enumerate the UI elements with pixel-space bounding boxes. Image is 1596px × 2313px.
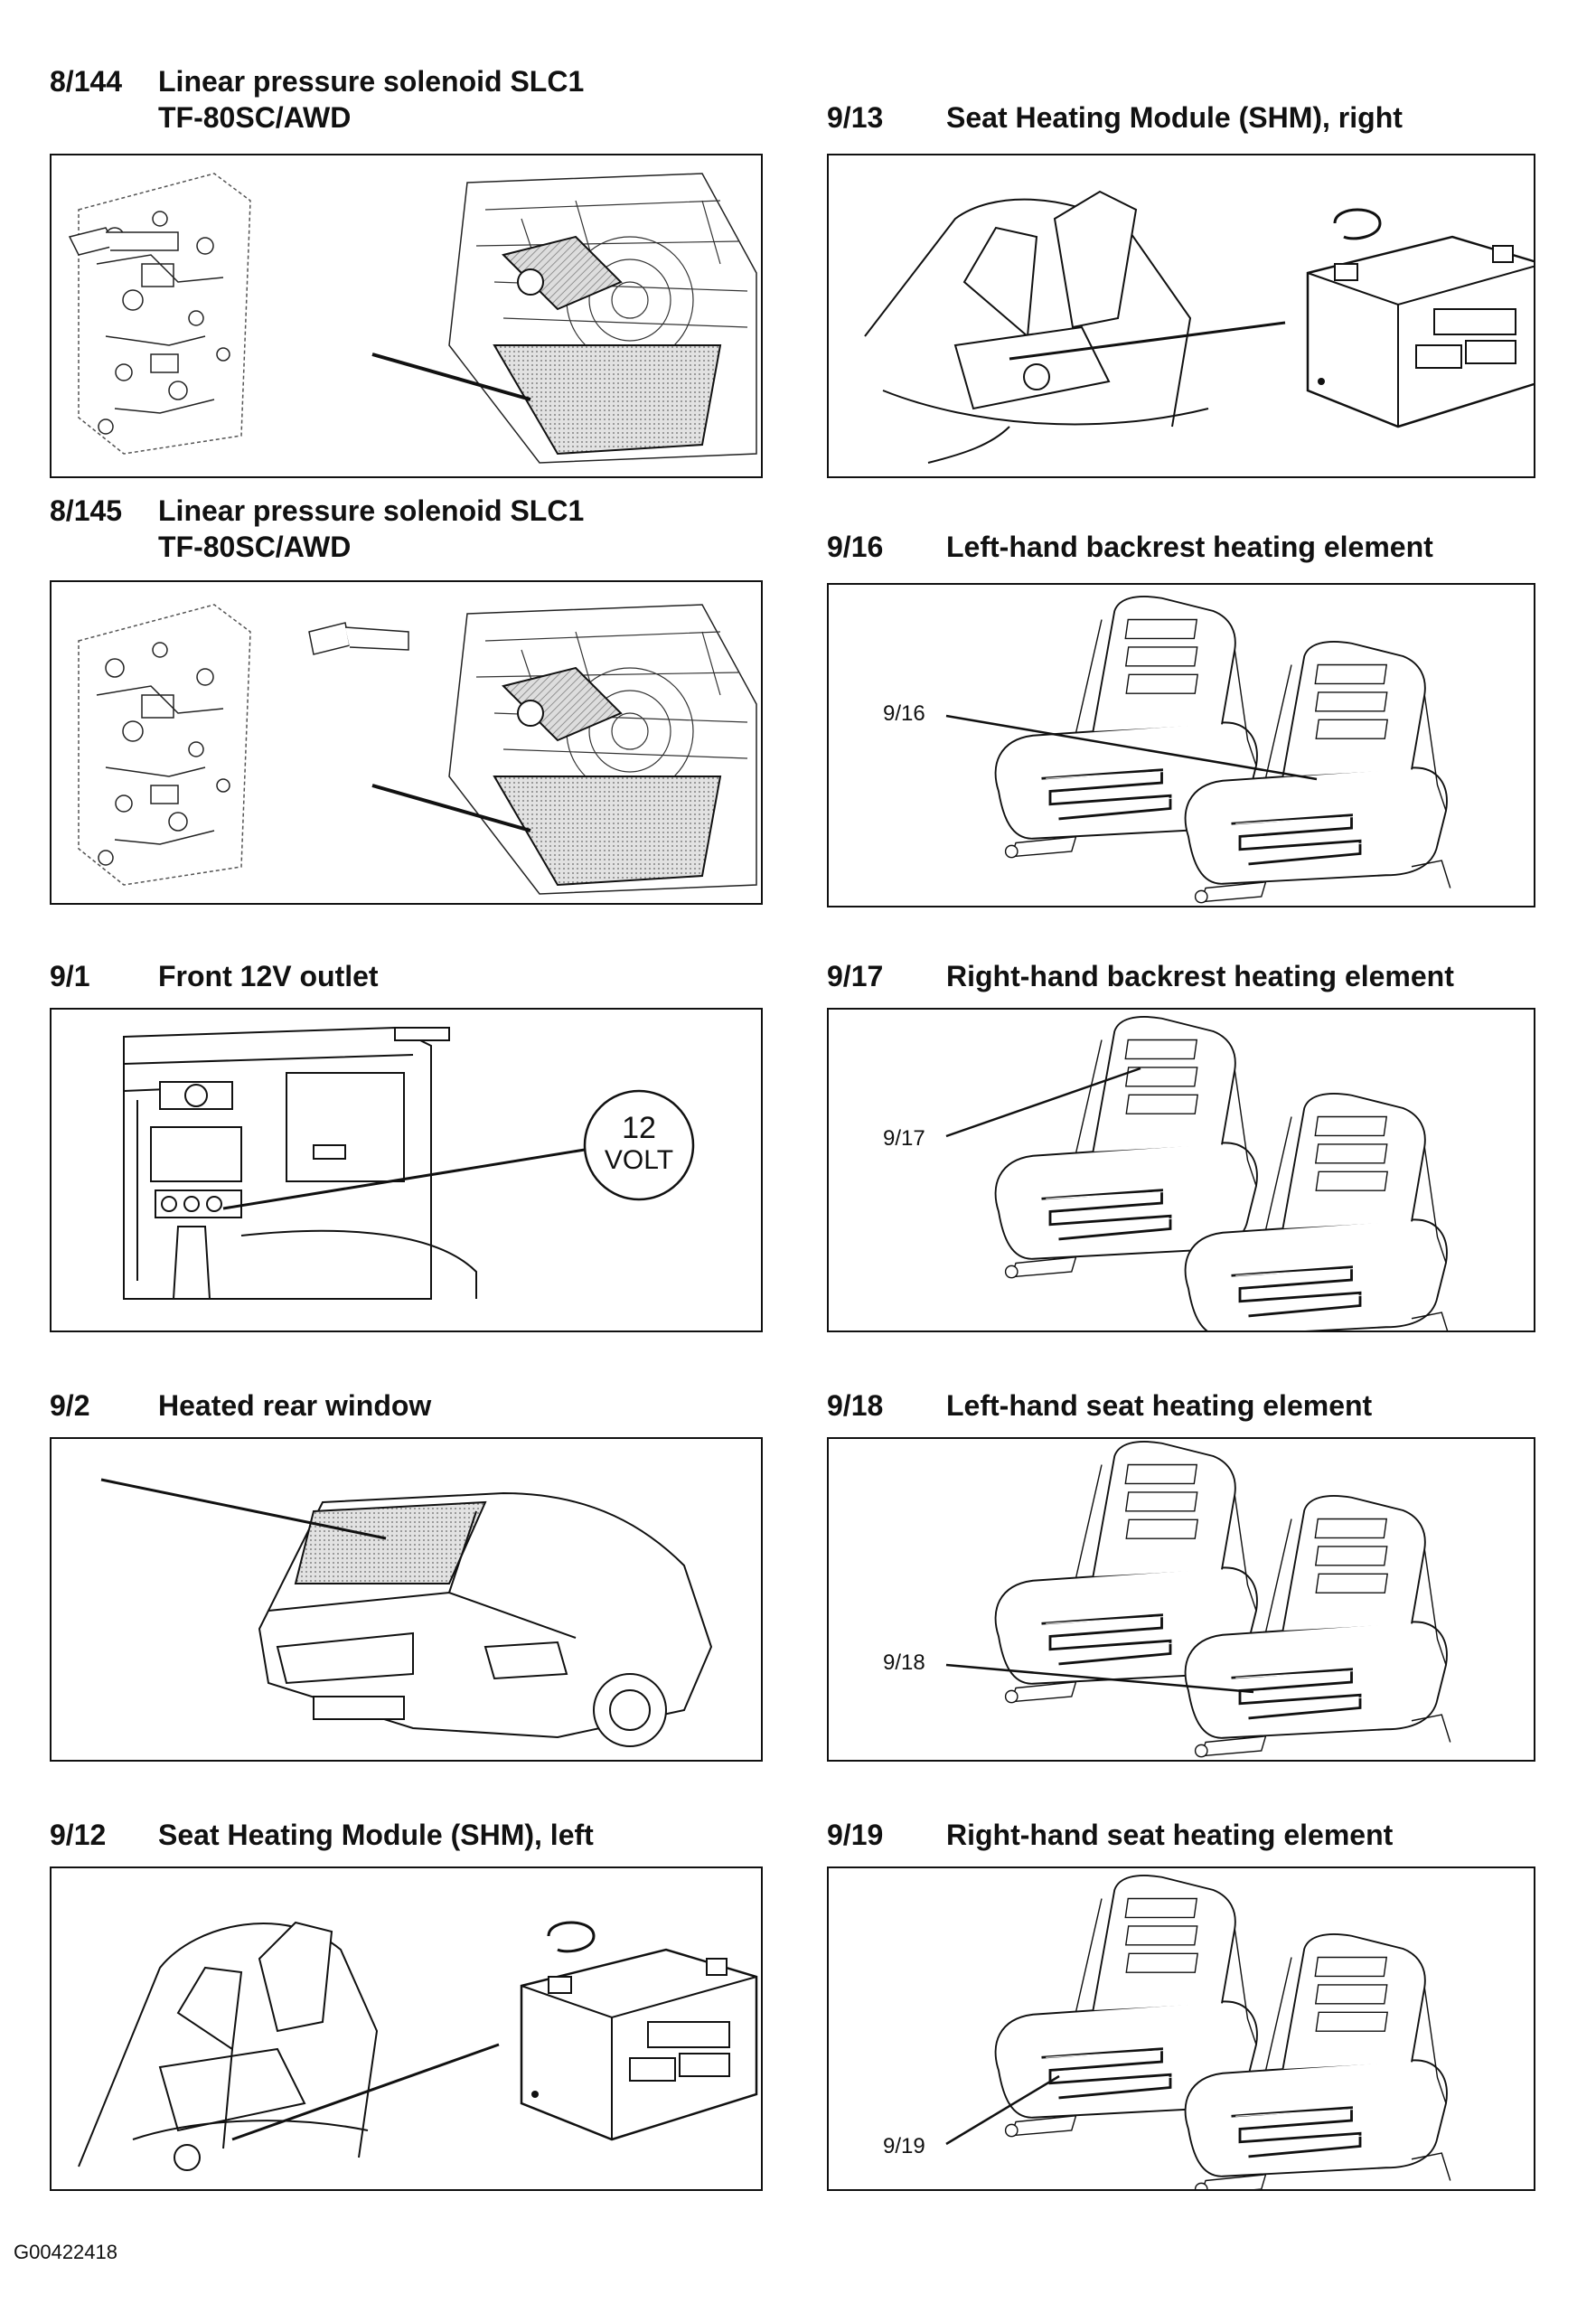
section-title: Seat Heating Module (SHM), left [158, 1819, 594, 1851]
section-code: 9/1 [50, 960, 90, 992]
section-title: Right-hand backrest heating element [946, 960, 1454, 992]
section-code: 9/12 [50, 1819, 107, 1851]
outlet-badge-number: 12 [622, 1111, 656, 1145]
section-title: Linear pressure solenoid SLC1 [158, 65, 585, 98]
callout-label: 9/16 [883, 701, 925, 726]
outlet-badge-unit: VOLT [605, 1145, 673, 1175]
section-code: 9/2 [50, 1389, 90, 1422]
section-subtitle: TF-80SC/AWD [158, 531, 352, 563]
callout-label: 9/18 [883, 1650, 925, 1675]
section-title: Front 12V outlet [158, 960, 379, 992]
seat-heating-module-illustration [827, 154, 1535, 478]
section-code: 9/17 [827, 960, 884, 992]
document-id: G00422418 [14, 2241, 117, 2263]
section-title: Right-hand seat heating element [946, 1819, 1394, 1851]
section-code: 8/145 [50, 494, 123, 527]
callout-label: 9/17 [883, 1126, 925, 1151]
seat-heating-module-illustration [50, 1866, 763, 2191]
section-title: Left-hand backrest heating element [946, 531, 1433, 563]
section-code: 9/19 [827, 1819, 884, 1851]
callout-label: 9/19 [883, 2134, 925, 2158]
section-title: Seat Heating Module (SHM), right [946, 101, 1403, 134]
section-title: Heated rear window [158, 1389, 432, 1422]
seat-heating-element-illustration: 9/18 [827, 1437, 1535, 1762]
seat-heating-element-illustration: 9/16 [827, 583, 1535, 907]
section-title: Left-hand seat heating element [946, 1389, 1373, 1422]
seat-heating-element-illustration: 9/17 [827, 1008, 1535, 1332]
seat-heating-element-illustration: 9/19 [827, 1866, 1535, 2191]
transmission-valve-body-illustration [50, 580, 763, 905]
dashboard-outlet-illustration: 12 VOLT [50, 1008, 763, 1332]
section-subtitle: TF-80SC/AWD [158, 101, 352, 134]
section-title: Linear pressure solenoid SLC1 [158, 494, 585, 527]
transmission-valve-body-illustration [50, 154, 763, 478]
car-rear-window-illustration [50, 1437, 763, 1762]
section-code: 9/16 [827, 531, 884, 563]
section-code: 9/18 [827, 1389, 884, 1422]
section-code: 9/13 [827, 101, 884, 134]
section-code: 8/144 [50, 65, 123, 98]
